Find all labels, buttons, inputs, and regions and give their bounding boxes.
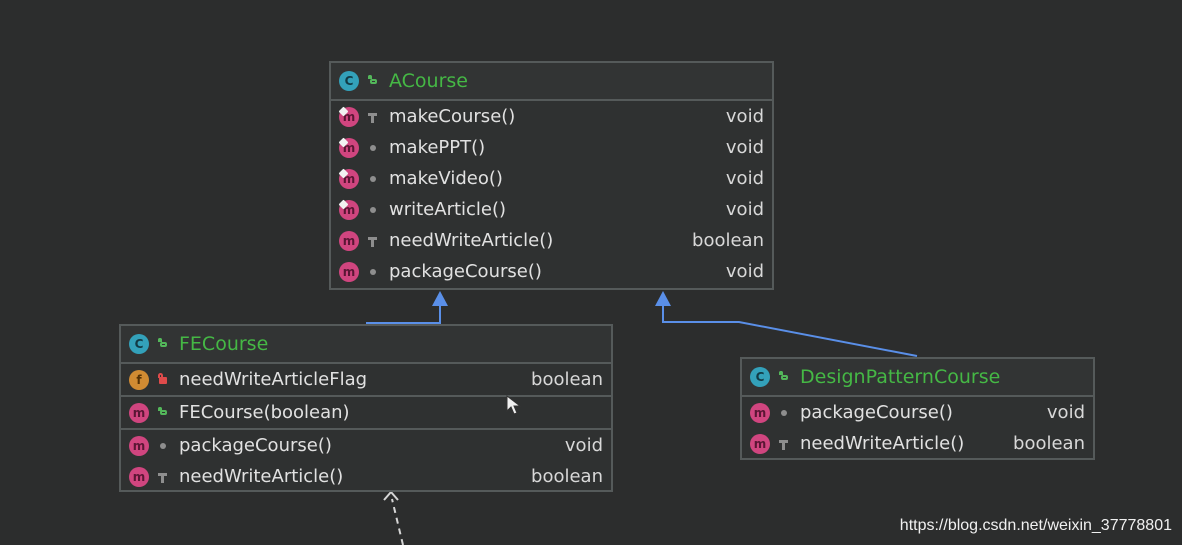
inheritance-arrowhead-acourse-left: [432, 291, 448, 306]
abstract-method-icon: m: [339, 168, 359, 189]
method-row-packagecourse[interactable]: m packageCourse() void: [331, 256, 772, 287]
constructors-section-fecourse: m FECourse(boolean): [121, 397, 611, 430]
method-return-type: void: [725, 137, 764, 158]
inheritance-edge-fecourse-acourse: [366, 300, 441, 324]
constructor-row-fecourse[interactable]: m FECourse(boolean): [121, 397, 611, 428]
method-return-type: void: [1046, 402, 1085, 423]
methods-section-designpatterncourse: m packageCourse() void m needWriteArticl…: [742, 397, 1093, 459]
method-name: needWriteArticle(): [800, 433, 965, 454]
method-row-makeppt[interactable]: m makePPT() void: [331, 132, 772, 163]
public-visibility-icon: [157, 406, 169, 419]
watermark-text: https://blog.csdn.net/weixin_37778801: [899, 517, 1172, 534]
method-name: makeCourse(): [389, 106, 516, 127]
class-header-acourse[interactable]: C ACourse: [331, 63, 772, 101]
class-fecourse[interactable]: C FECourse f needWriteArticleFlag boolea…: [119, 324, 613, 492]
dependency-edge-to-fecourse: [391, 498, 404, 545]
class-header-fecourse[interactable]: C FECourse: [121, 326, 611, 364]
protected-visibility-icon: [157, 471, 169, 483]
dependency-arrowhead-fecourse: [383, 490, 399, 501]
field-name: needWriteArticleFlag: [179, 369, 368, 390]
method-row-makevideo[interactable]: m makeVideo() void: [331, 163, 772, 194]
package-visibility-icon: [367, 173, 379, 185]
inheritance-edge-designpatterncourse-acourse: [662, 300, 918, 357]
method-return-type: void: [725, 168, 764, 189]
method-name: needWriteArticle(): [179, 466, 344, 487]
method-name: packageCourse(): [179, 435, 332, 456]
class-header-designpatterncourse[interactable]: C DesignPatternCourse: [742, 359, 1093, 397]
abstract-method-icon: m: [339, 106, 359, 127]
abstract-method-icon: m: [339, 137, 359, 158]
class-designpatterncourse[interactable]: C DesignPatternCourse m packageCourse() …: [740, 357, 1095, 460]
methods-section-fecourse: m packageCourse() void m needWriteArticl…: [121, 430, 611, 492]
method-name: makePPT(): [389, 137, 486, 158]
method-icon: m: [339, 261, 359, 282]
package-visibility-icon: [778, 407, 790, 419]
class-name-acourse: ACourse: [389, 70, 468, 92]
methods-section-acourse: m makeCourse() void m makePPT() void m m…: [331, 101, 772, 287]
method-row-needwritearticle[interactable]: m needWriteArticle() boolean: [742, 428, 1093, 459]
class-acourse[interactable]: C ACourse m makeCourse() void m makePPT(…: [329, 61, 774, 290]
package-visibility-icon: [367, 204, 379, 216]
method-row-writearticle[interactable]: m writeArticle() void: [331, 194, 772, 225]
protected-visibility-icon: [778, 438, 790, 450]
method-return-type: void: [564, 435, 603, 456]
method-name: packageCourse(): [389, 261, 542, 282]
field-icon: f: [129, 369, 149, 390]
public-visibility-icon: [367, 75, 379, 87]
protected-visibility-icon: [367, 235, 379, 247]
class-icon: C: [339, 71, 359, 91]
class-icon: C: [750, 367, 770, 387]
class-name-designpatterncourse: DesignPatternCourse: [800, 366, 1001, 388]
method-row-needwritearticle[interactable]: m needWriteArticle() boolean: [331, 225, 772, 256]
method-icon: m: [129, 402, 149, 423]
protected-visibility-icon: [367, 111, 379, 123]
method-return-type: void: [725, 199, 764, 220]
package-visibility-icon: [157, 440, 169, 452]
method-return-type: void: [725, 261, 764, 282]
method-row-packagecourse[interactable]: m packageCourse() void: [121, 430, 611, 461]
class-icon: C: [129, 334, 149, 354]
method-name: writeArticle(): [389, 199, 507, 220]
method-name: packageCourse(): [800, 402, 953, 423]
package-visibility-icon: [367, 266, 379, 278]
method-icon: m: [750, 402, 770, 423]
private-visibility-icon: [157, 372, 169, 386]
field-row-needwritearticleflag[interactable]: f needWriteArticleFlag boolean: [121, 364, 611, 395]
method-return-type: void: [725, 106, 764, 127]
package-visibility-icon: [367, 142, 379, 154]
public-visibility-icon: [778, 371, 790, 383]
public-visibility-icon: [157, 338, 169, 350]
class-name-fecourse: FECourse: [179, 333, 269, 355]
method-row-needwritearticle[interactable]: m needWriteArticle() boolean: [121, 461, 611, 492]
inheritance-arrowhead-acourse-right: [655, 291, 671, 306]
method-row-packagecourse[interactable]: m packageCourse() void: [742, 397, 1093, 428]
method-name: needWriteArticle(): [389, 230, 554, 251]
method-row-makecourse[interactable]: m makeCourse() void: [331, 101, 772, 132]
method-icon: m: [339, 230, 359, 251]
field-type: boolean: [531, 369, 603, 390]
method-icon: m: [750, 433, 770, 454]
constructor-name: FECourse(boolean): [179, 402, 350, 423]
method-return-type: boolean: [531, 466, 603, 487]
fields-section-fecourse: f needWriteArticleFlag boolean: [121, 364, 611, 397]
method-return-type: boolean: [692, 230, 764, 251]
method-name: makeVideo(): [389, 168, 503, 189]
abstract-method-icon: m: [339, 199, 359, 220]
method-return-type: boolean: [1013, 433, 1085, 454]
mouse-cursor-icon: [506, 395, 521, 415]
method-icon: m: [129, 466, 149, 487]
method-icon: m: [129, 435, 149, 456]
